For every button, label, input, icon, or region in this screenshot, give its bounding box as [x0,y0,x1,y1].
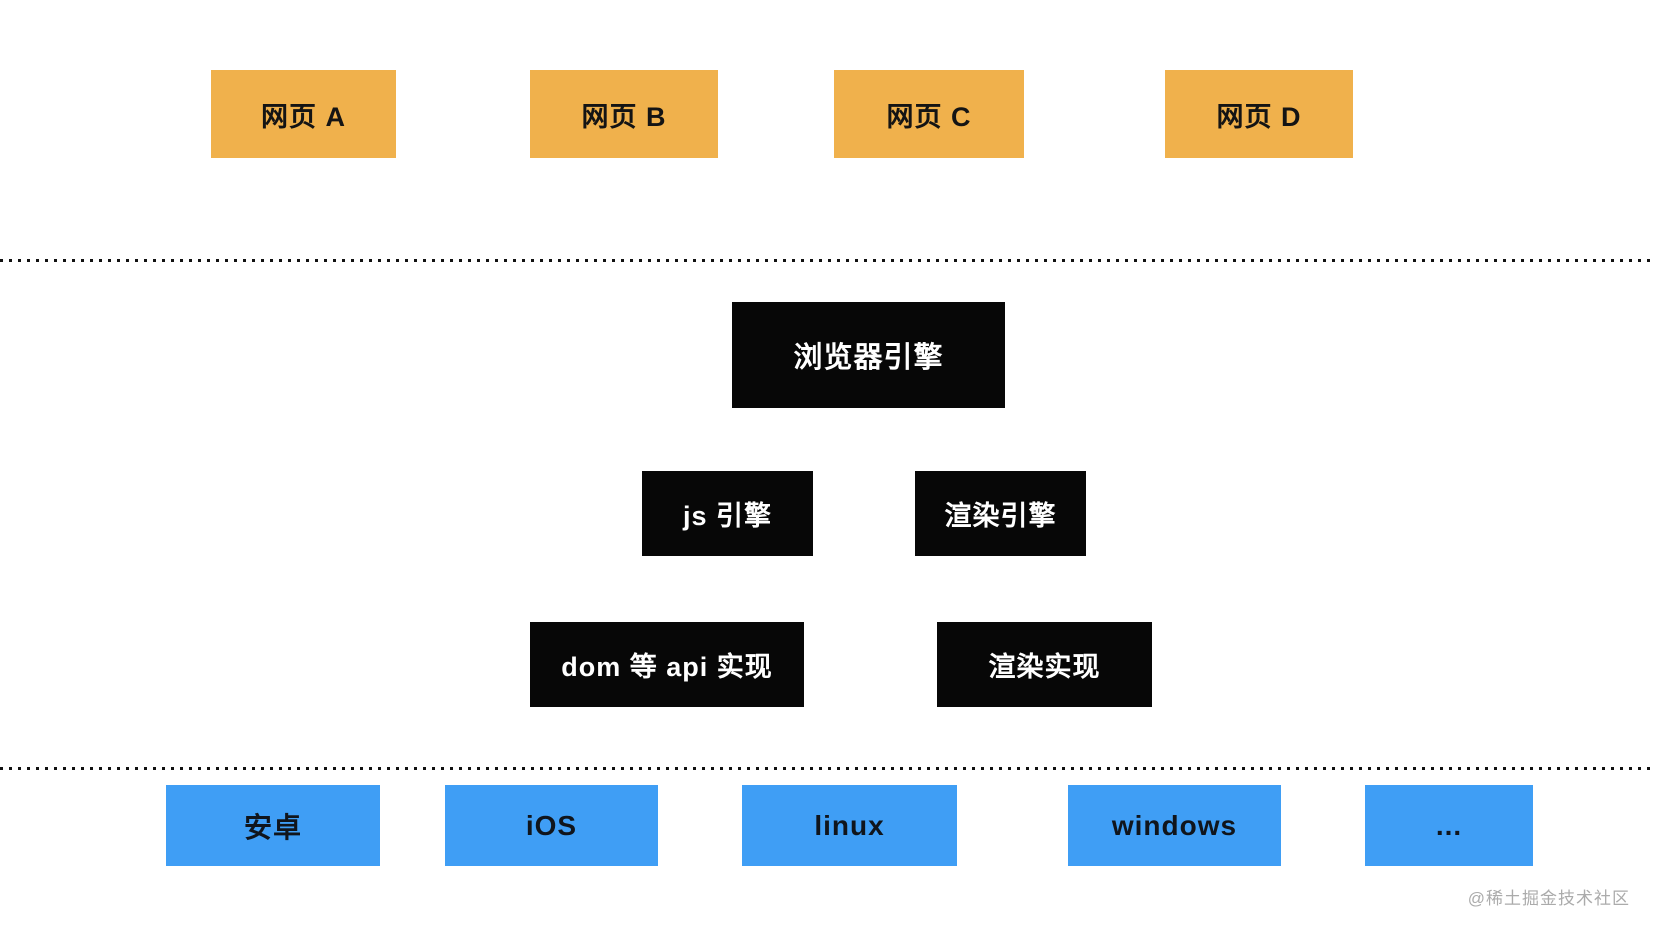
webpage-b-node: 网页 B [530,70,718,158]
webpage-c-node: 网页 C [834,70,1024,158]
browser-engine-node: 浏览器引擎 [732,302,1005,408]
js-engine-node: js 引擎 [642,471,813,556]
webpage-d-node: 网页 D [1165,70,1353,158]
render-impl-node: 渲染实现 [937,622,1152,707]
render-engine-node: 渲染引擎 [915,471,1086,556]
platform-android-node: 安卓 [166,785,380,866]
dom-api-impl-node: dom 等 api 实现 [530,622,804,707]
juejin-watermark: @稀土掘金技术社区 [1467,889,1630,908]
platform-linux-node: linux [742,785,957,866]
separator-webpages-engine [0,259,1656,262]
separator-engine-platforms [0,767,1656,770]
platform-ellipsis-node: ... [1365,785,1533,866]
webpage-a-node: 网页 A [211,70,396,158]
platform-windows-node: windows [1068,785,1281,866]
platform-ios-node: iOS [445,785,658,866]
